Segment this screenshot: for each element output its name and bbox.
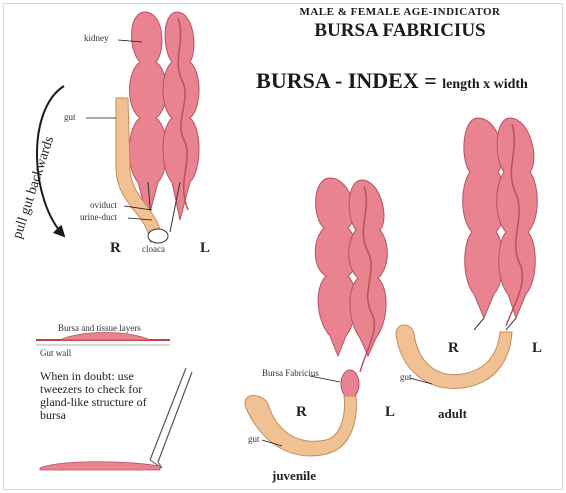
- inset-top-label: Bursa and tissue layers: [58, 323, 141, 333]
- bursa-index-formula: BURSA - INDEX = length x width: [222, 68, 562, 94]
- adult-left-marker: L: [532, 340, 542, 357]
- juvenile-kidney-right: [349, 180, 388, 356]
- juvenile-right-marker: R: [296, 404, 307, 421]
- adult-right-marker: R: [448, 340, 459, 357]
- tweezers-note: When in doubt: use tweezers to check for…: [40, 370, 160, 422]
- left-diagram-left-marker: L: [200, 240, 210, 257]
- gut-label: gut: [64, 112, 76, 122]
- cloaca-shape: [148, 229, 168, 243]
- inset-bursa-bump: [60, 333, 150, 341]
- juvenile-bursa-label: Bursa Fabricius: [262, 368, 319, 378]
- left-diagram-right-marker: R: [110, 240, 121, 257]
- kidney-label: kidney: [84, 33, 109, 43]
- inset-bottom-tissue: [40, 462, 160, 470]
- page-subtitle: MALE & FEMALE AGE-INDICATOR: [270, 6, 530, 18]
- inset-gut-label: Gut wall: [40, 348, 71, 358]
- adult-organ-group: [396, 118, 537, 388]
- juvenile-bursa: [341, 370, 359, 398]
- formula-rhs: length x width: [442, 77, 528, 92]
- left-organ-group: [37, 12, 199, 243]
- juvenile-left-marker: L: [385, 404, 395, 421]
- urine-duct-label: urine-duct: [80, 212, 117, 222]
- cloaca-label: cloaca: [142, 244, 165, 254]
- juvenile-gut-label: gut: [248, 434, 260, 444]
- page-title: BURSA FABRICIUS: [270, 20, 530, 42]
- juvenile-organ-group: [245, 178, 387, 456]
- adult-gut-label: gut: [400, 372, 412, 382]
- adult-kidney-right: [497, 118, 538, 318]
- oviduct-label: oviduct: [90, 200, 117, 210]
- kidney-right-lobe: [163, 12, 199, 220]
- adult-caption: adult: [438, 406, 467, 422]
- adult-duct-line: [474, 318, 516, 330]
- formula-lhs: BURSA - INDEX =: [256, 68, 442, 93]
- juvenile-caption: juvenile: [272, 468, 316, 484]
